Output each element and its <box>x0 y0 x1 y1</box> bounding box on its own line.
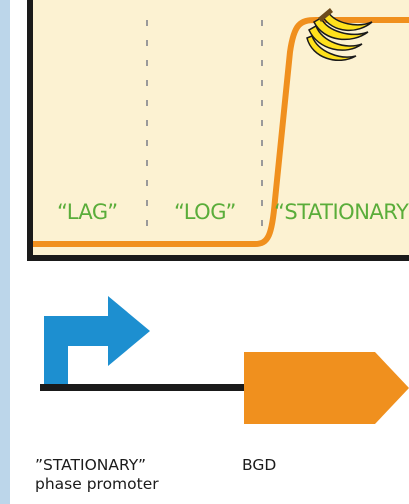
gene-arrow <box>244 352 409 424</box>
left-border <box>0 0 10 504</box>
dna-line <box>40 384 250 391</box>
y-axis <box>27 0 33 261</box>
diagram-svg <box>10 0 409 504</box>
promoter-caption: ”STATIONARY” phase promoter <box>35 456 159 494</box>
x-axis <box>27 255 409 261</box>
gene-caption: BGD <box>242 456 276 475</box>
promoter-caption-line1: ”STATIONARY” <box>35 456 159 475</box>
phase-label-log: “LOG” <box>174 200 236 224</box>
phase-label-stationary: “STATIONARY” <box>274 200 409 224</box>
promoter-caption-line2: phase promoter <box>35 475 159 494</box>
phase-label-lag: “LAG” <box>57 200 118 224</box>
promoter-arrow <box>44 296 150 386</box>
diagram-panel: “LAG” “LOG” “STATIONARY” ”STATIONARY” ph… <box>10 0 409 504</box>
